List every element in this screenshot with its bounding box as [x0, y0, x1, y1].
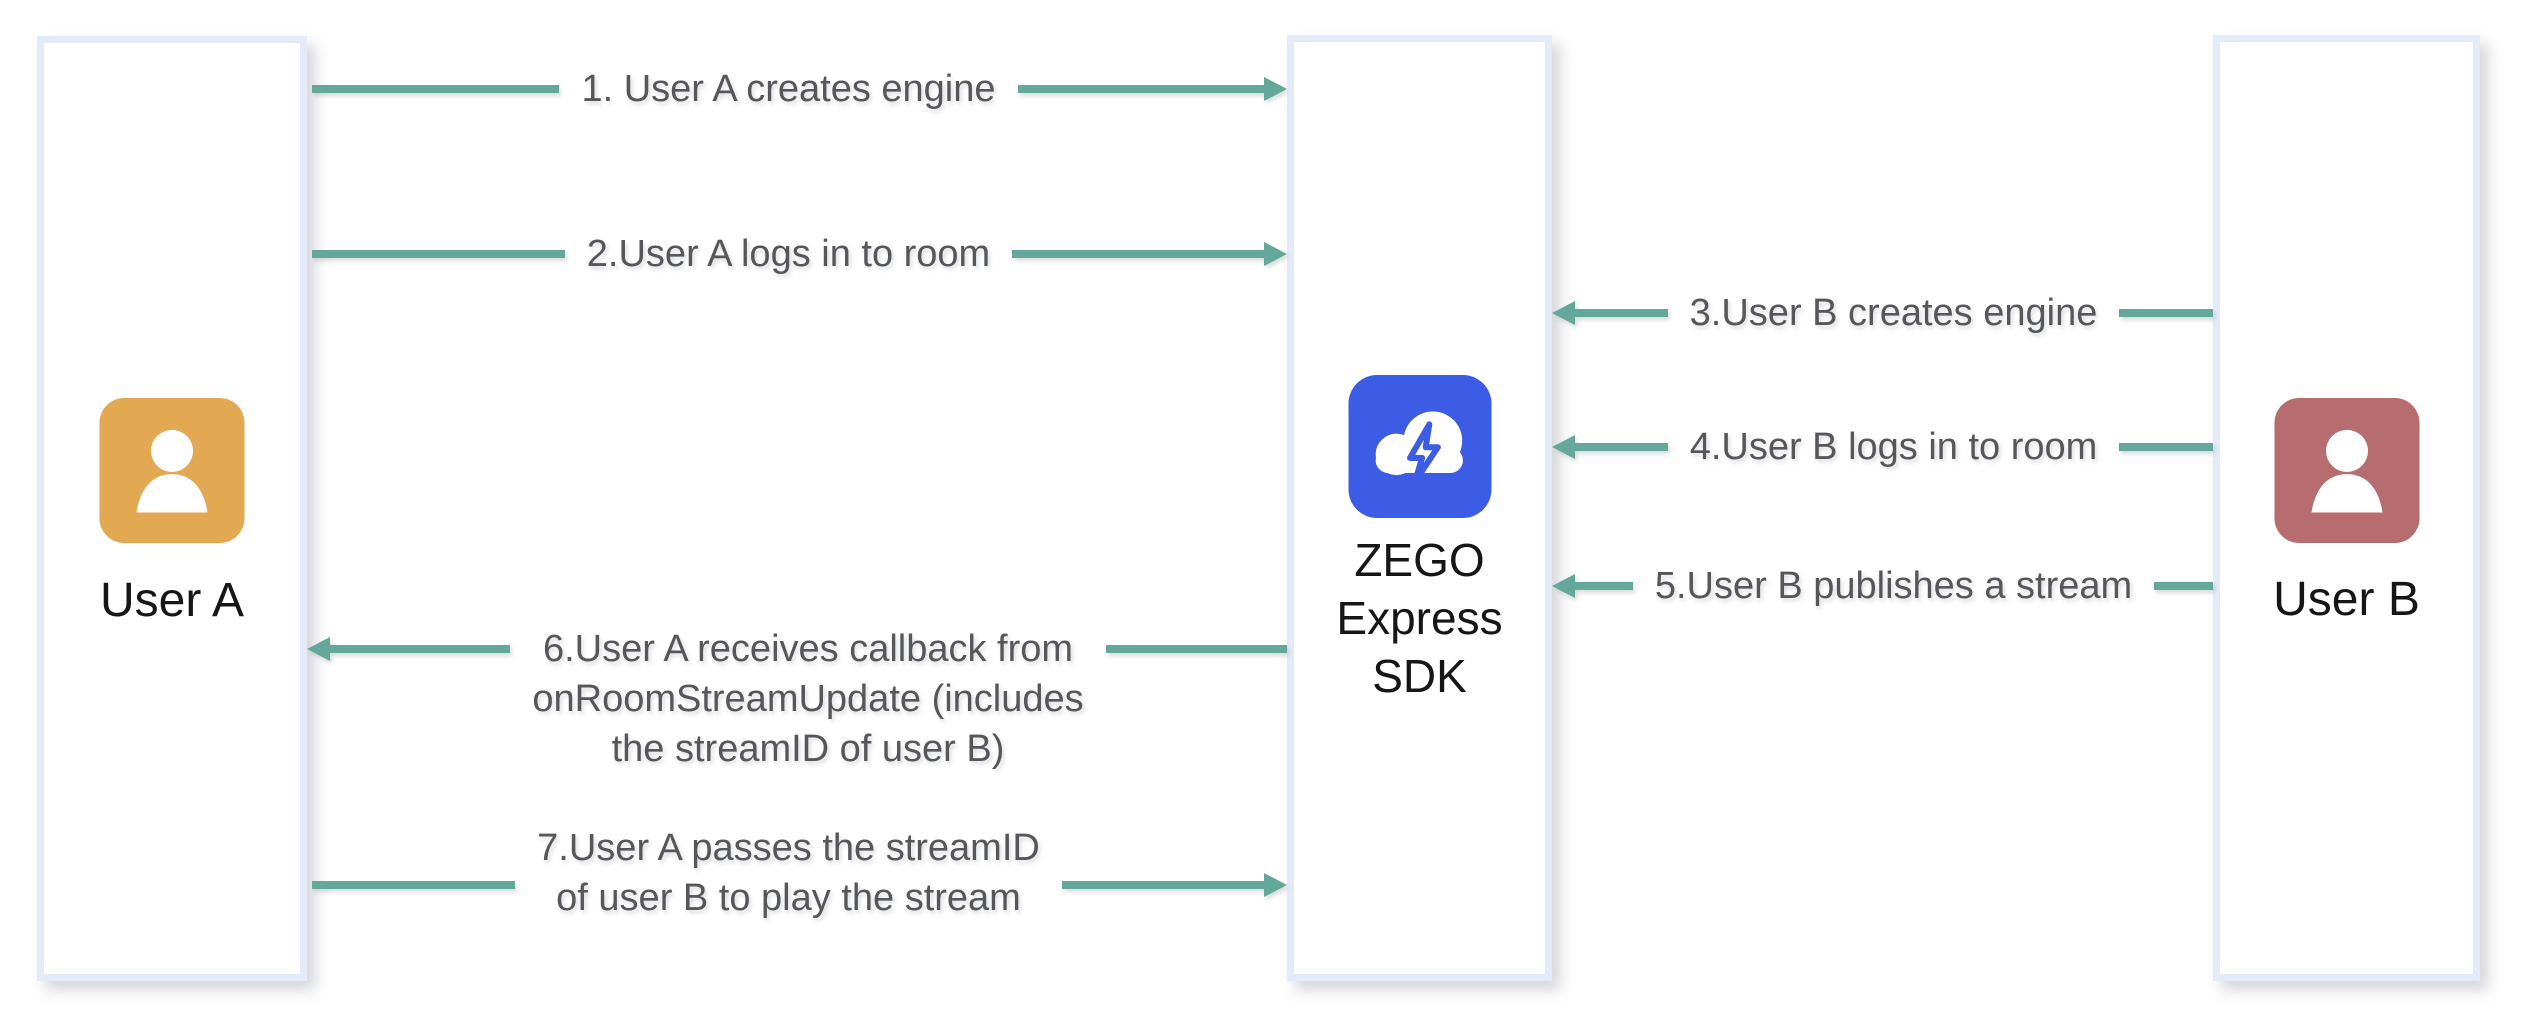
arrowhead-left-icon: [1552, 435, 1575, 459]
actor-label-user-b: User B: [2273, 573, 2420, 626]
flow-label-step-4: 4.User B logs in to room: [1689, 426, 2098, 468]
arrow-line: [2154, 582, 2214, 590]
arrowhead-left-icon: [1552, 301, 1575, 325]
arrow-line: [312, 881, 516, 889]
arrow-line: [1061, 881, 1266, 889]
arrow-line: [1012, 250, 1266, 258]
arrow-line: [2119, 309, 2214, 317]
flow-label-step-3: 3.User B creates engine: [1689, 292, 2098, 334]
arrowhead-right-icon: [1264, 873, 1288, 897]
actor-label-user-a: User A: [99, 574, 245, 627]
actor-box-zego-express-sdk: ZEGO Express SDK: [1287, 35, 1552, 981]
user-a-person-icon: [99, 398, 245, 543]
arrow-line: [1574, 582, 1633, 590]
flow-label-step-7: 7.User A passes the streamID of user B t…: [537, 827, 1040, 919]
actor-label-zego-express-sdk: ZEGO Express SDK: [1336, 534, 1503, 702]
flow-label-step-2: 2.User A logs in to room: [586, 233, 991, 275]
arrow-line: [2119, 443, 2214, 451]
arrow-line: [1105, 645, 1287, 653]
flow-arrow-step-3: 3.User B creates engine: [1552, 288, 2214, 338]
flow-arrow-step-5: 5.User B publishes a stream: [1552, 561, 2214, 611]
arrow-line: [312, 250, 565, 258]
flow-arrow-step-6: 6.User A receives callback from onRoomSt…: [307, 624, 1287, 774]
user-b-person-icon: [2274, 398, 2419, 543]
arrowhead-right-icon: [1264, 242, 1288, 266]
flow-label-step-6: 6.User A receives callback from onRoomSt…: [532, 628, 1084, 770]
arrow-line: [1574, 309, 1668, 317]
flow-arrow-step-1: 1. User A creates engine: [312, 64, 1287, 114]
arrow-line: [1017, 85, 1265, 93]
flow-arrow-step-4: 4.User B logs in to room: [1552, 422, 2214, 472]
arrowhead-right-icon: [1264, 77, 1287, 101]
flow-arrow-step-2: 2.User A logs in to room: [312, 229, 1288, 279]
arrowhead-left-icon: [1552, 574, 1575, 598]
actor-box-user-a: User A: [37, 36, 307, 981]
flow-arrow-step-7: 7.User A passes the streamID of user B t…: [312, 823, 1288, 923]
actor-box-user-b: User B: [2213, 35, 2480, 981]
flow-label-step-1: 1. User A creates engine: [581, 68, 996, 110]
arrow-line: [1574, 443, 1668, 451]
arrowhead-left-icon: [307, 637, 330, 661]
arrow-line: [312, 85, 560, 93]
arrow-line: [329, 645, 511, 653]
flow-label-step-5: 5.User B publishes a stream: [1654, 565, 2133, 607]
zego-cloud-lightning-icon: [1348, 375, 1491, 518]
